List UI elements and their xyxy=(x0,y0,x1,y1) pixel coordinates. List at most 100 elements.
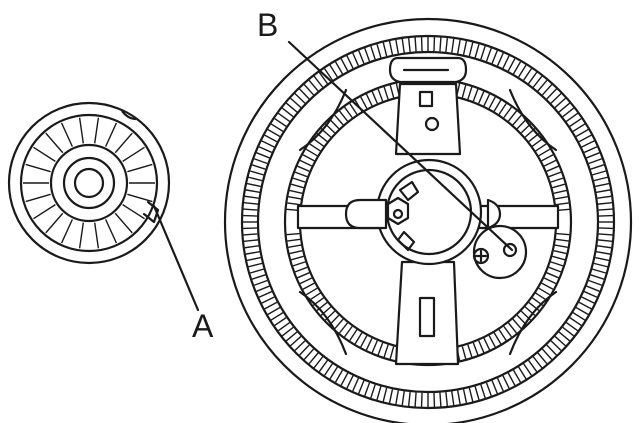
tooth xyxy=(496,52,504,67)
tooth xyxy=(246,182,261,188)
left-lug xyxy=(344,198,388,230)
tooth xyxy=(281,326,294,337)
tooth xyxy=(377,88,384,102)
tooth xyxy=(483,337,491,351)
tooth xyxy=(358,380,365,394)
tooth xyxy=(543,277,557,285)
tooth xyxy=(572,312,586,321)
tooth xyxy=(93,222,100,249)
tooth xyxy=(251,164,266,170)
tooth xyxy=(556,232,570,236)
tooth xyxy=(287,238,301,242)
tooth xyxy=(537,79,548,92)
hub-latches xyxy=(396,180,420,252)
tooth xyxy=(462,389,468,404)
tooth xyxy=(60,122,74,147)
tooth xyxy=(537,352,548,365)
tooth xyxy=(498,103,507,115)
tooth xyxy=(312,137,325,147)
label-a: A xyxy=(192,308,214,344)
tooth xyxy=(512,318,522,330)
tooth xyxy=(472,342,479,356)
tooth xyxy=(286,232,300,236)
tooth xyxy=(302,154,315,162)
tooth xyxy=(281,107,294,118)
label-b: B xyxy=(257,7,278,43)
tooth xyxy=(474,386,480,401)
tooth xyxy=(507,322,518,334)
tooth xyxy=(371,91,378,104)
tooth xyxy=(550,177,564,183)
tooth xyxy=(127,193,153,203)
tooth xyxy=(480,384,486,399)
tooth xyxy=(93,117,100,144)
tooth xyxy=(596,251,611,255)
tooth xyxy=(33,146,56,162)
tooth xyxy=(329,118,340,130)
tooth xyxy=(407,37,411,53)
tooth xyxy=(502,375,510,389)
tooth xyxy=(597,245,612,249)
tooth xyxy=(523,68,533,81)
tooth xyxy=(318,71,329,85)
leader-line-b xyxy=(287,40,514,252)
tooth xyxy=(593,262,608,268)
tooth xyxy=(334,369,344,383)
tooth xyxy=(485,47,492,62)
tooth xyxy=(122,146,145,162)
small-part-teeth xyxy=(23,117,155,249)
tooth xyxy=(595,256,610,262)
tooth xyxy=(104,219,118,244)
small-part-hub-outer xyxy=(49,143,129,223)
tooth xyxy=(583,146,598,154)
tooth xyxy=(33,204,56,220)
large-part-outer-teeth-edge xyxy=(240,34,616,410)
tooth xyxy=(376,43,382,58)
tooth xyxy=(496,377,504,392)
tooth xyxy=(388,40,394,55)
tooth xyxy=(548,266,562,273)
tooth xyxy=(274,117,287,127)
tooth xyxy=(294,92,306,104)
tooth xyxy=(478,340,485,353)
tooth xyxy=(581,140,595,148)
hex-nut-center xyxy=(392,208,404,220)
tooth xyxy=(550,261,564,267)
tooth xyxy=(597,239,613,243)
tooth xyxy=(389,84,395,98)
tooth xyxy=(597,195,612,199)
tooth xyxy=(340,372,349,386)
tooth xyxy=(270,123,284,132)
tooth xyxy=(553,250,567,255)
tooth xyxy=(575,128,589,138)
tooth xyxy=(483,93,491,107)
tooth xyxy=(346,55,354,69)
tooth xyxy=(562,326,575,337)
tooth xyxy=(395,39,399,54)
tooth xyxy=(309,292,321,301)
tooth xyxy=(468,42,474,57)
tooth xyxy=(527,71,538,85)
tooth xyxy=(323,363,333,376)
tooth xyxy=(354,332,363,345)
tooth xyxy=(114,212,133,234)
tooth xyxy=(261,296,275,304)
tooth xyxy=(248,176,263,182)
tooth xyxy=(493,332,502,345)
tooth xyxy=(376,386,382,401)
tooth xyxy=(488,335,496,348)
tooth xyxy=(516,118,527,130)
tooth xyxy=(554,244,568,249)
tooth xyxy=(313,356,324,369)
small-part-hub-middle xyxy=(62,156,116,210)
tooth xyxy=(478,91,485,104)
tooth xyxy=(267,128,281,138)
tooth xyxy=(552,255,566,261)
tooth xyxy=(488,96,496,109)
tooth xyxy=(550,340,562,352)
tooth xyxy=(299,277,313,285)
tooth xyxy=(360,96,368,109)
tooth xyxy=(258,290,273,298)
tooth xyxy=(256,285,270,292)
tooth xyxy=(245,251,260,255)
